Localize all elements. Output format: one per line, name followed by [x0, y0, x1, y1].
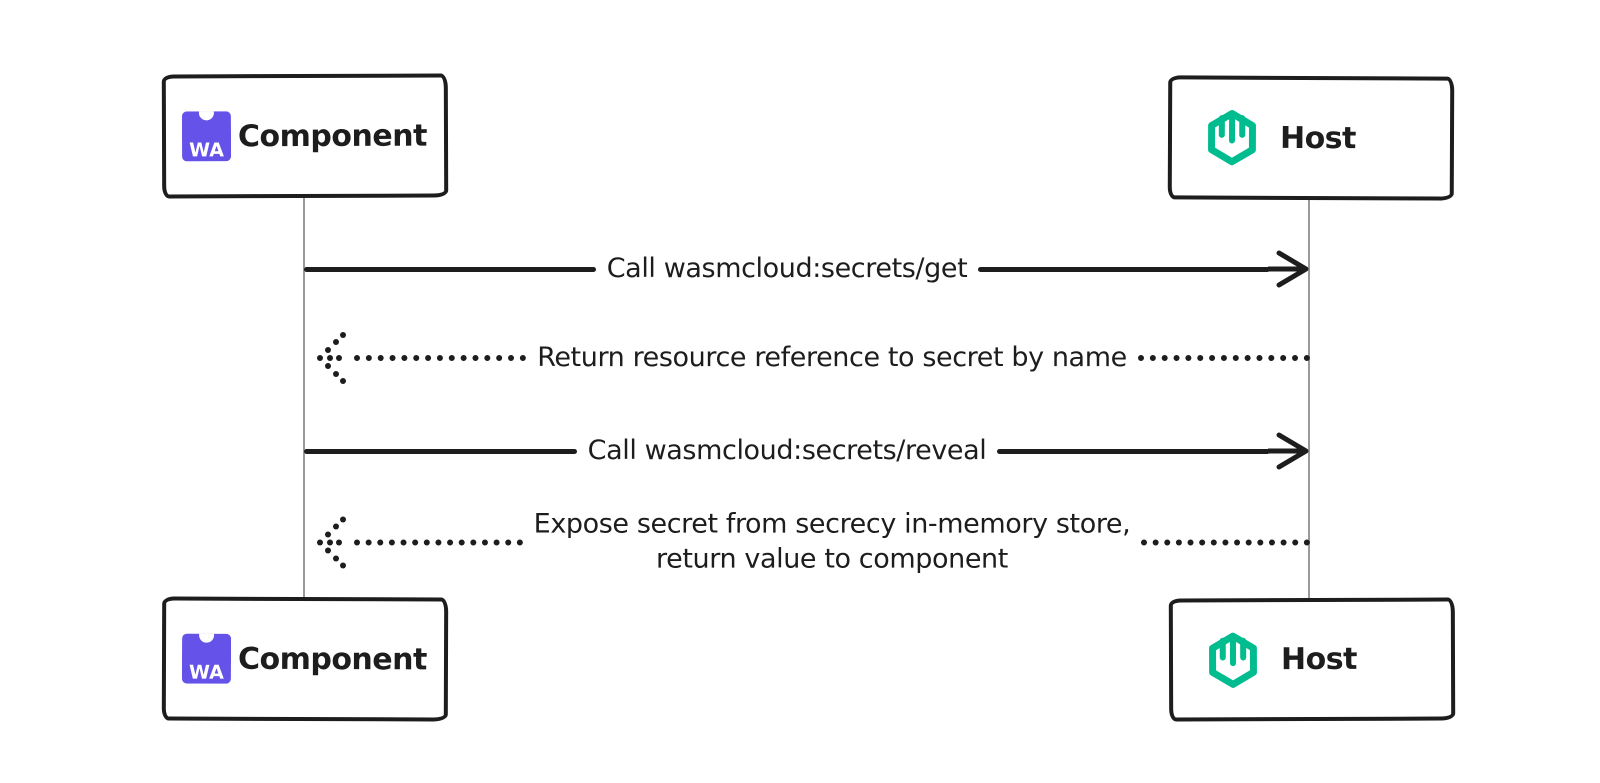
wa-badge-text: WA — [189, 662, 224, 684]
message-label: Call wasmcloud:secrets/reveal — [587, 434, 987, 466]
actor-host-bottom: Host — [1168, 597, 1456, 722]
message-line — [1137, 355, 1310, 361]
actor-component-top: WA Component — [161, 73, 449, 199]
message-label: Expose secret from secrecy in-memory sto… — [523, 507, 1142, 576]
message-call-secrets-get: Call wasmcloud:secrets/get — [304, 247, 1310, 291]
message-label: Call wasmcloud:secrets/get — [606, 252, 968, 284]
dotted-arrowhead-left-icon — [317, 516, 346, 568]
message-call-secrets-reveal: Call wasmcloud:secrets/reveal — [304, 429, 1310, 473]
arrowhead-right-icon — [1268, 250, 1309, 288]
actor-component-bottom: WA Component — [161, 596, 449, 722]
host-lifeline — [1308, 200, 1310, 599]
component-lifeline — [303, 198, 305, 598]
wasmcloud-host-icon — [1206, 110, 1258, 166]
message-label-line-1: Expose secret from secrecy in-memory sto… — [533, 508, 1131, 540]
wasm-component-icon: WA — [181, 633, 232, 684]
wa-badge-text: WA — [189, 139, 224, 161]
actor-label-component-top: Component — [237, 118, 427, 154]
message-line — [304, 266, 596, 272]
actor-label-host-bottom: Host — [1280, 641, 1357, 678]
actor-host-top: Host — [1167, 75, 1455, 201]
message-line — [304, 448, 577, 454]
message-line — [354, 539, 523, 545]
wasm-component-icon: WA — [181, 111, 232, 162]
message-return-resource-reference: Return resource reference to secret by n… — [304, 331, 1310, 385]
actor-label-host-top: Host — [1279, 120, 1356, 156]
message-label: Return resource reference to secret by n… — [537, 341, 1127, 373]
actor-label-component-bottom: Component — [237, 641, 427, 677]
message-expose-secret: Expose secret from secrecy in-memory sto… — [304, 507, 1310, 576]
arrowhead-right-icon — [1268, 432, 1309, 470]
message-line — [1141, 539, 1310, 545]
message-line — [978, 266, 1270, 272]
message-line — [997, 448, 1270, 454]
message-label-line-2: return value to component — [656, 543, 1008, 574]
message-line — [354, 355, 527, 361]
wasmcloud-host-icon — [1207, 632, 1259, 688]
dotted-arrowhead-left-icon — [317, 332, 346, 384]
